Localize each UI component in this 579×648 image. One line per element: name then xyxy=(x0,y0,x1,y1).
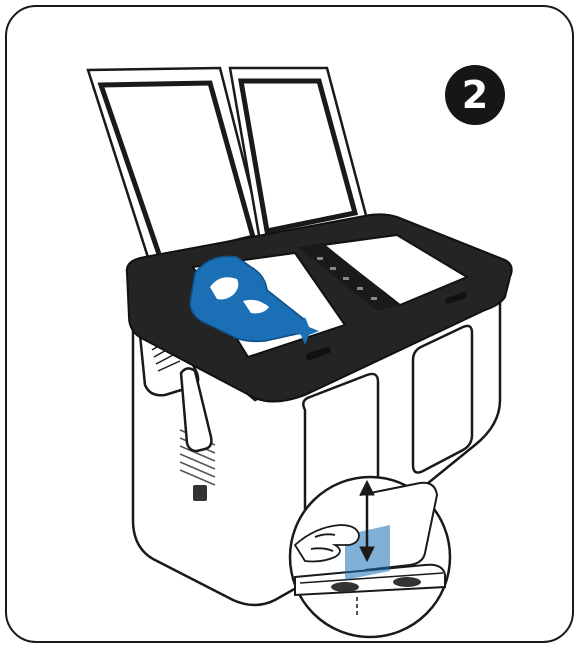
instruction-card: 2 xyxy=(5,5,574,643)
detail-magnifier xyxy=(290,477,450,637)
step-number-badge: 2 xyxy=(445,65,505,125)
